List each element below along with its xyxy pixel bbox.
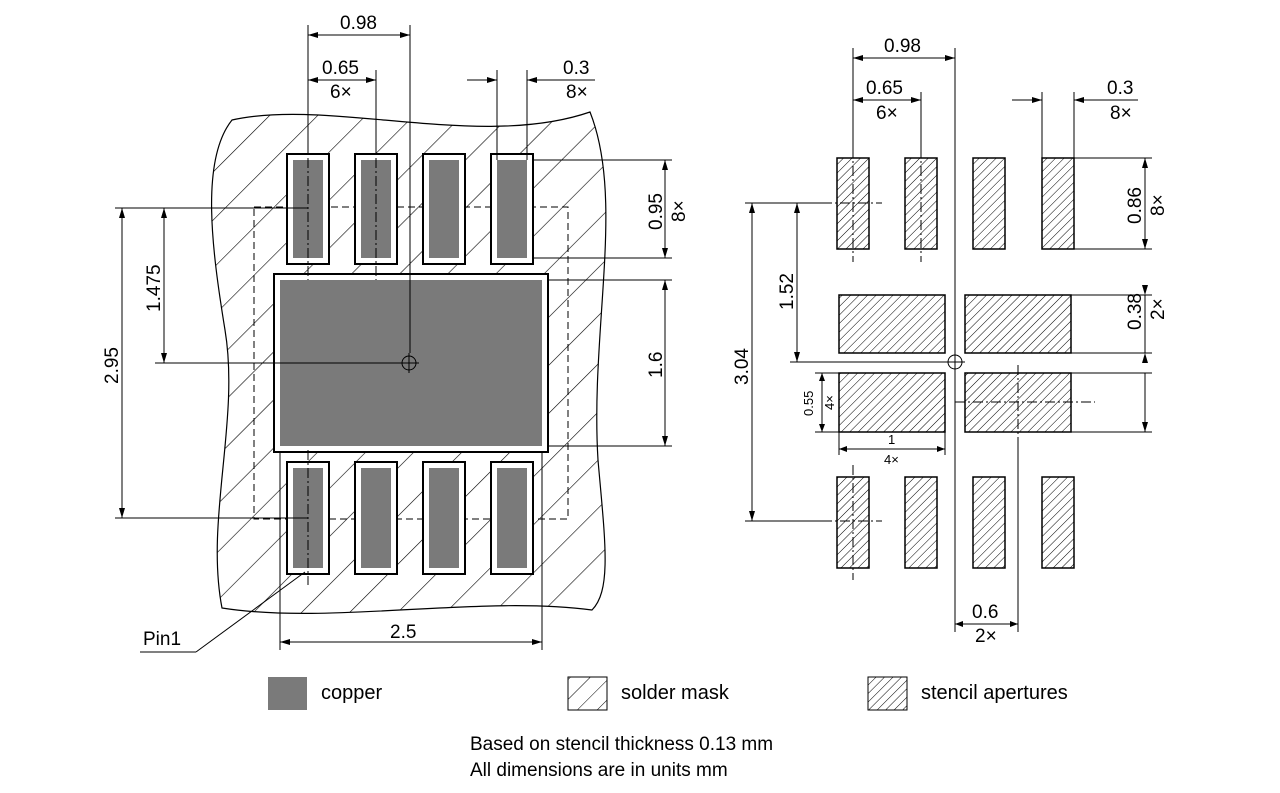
- dim-pad-pitch: 0.65: [322, 58, 359, 79]
- left-view: 0.98 0.65 6× 0.3 8× 0.95 8× 1.6 1.475 2.…: [102, 13, 690, 653]
- right-centerlines: [822, 148, 1095, 580]
- dim-pad-width-count: 8×: [566, 82, 588, 103]
- left-dimension-lines: [115, 25, 672, 653]
- dim-ep-aperture-width: 1: [888, 432, 895, 447]
- legend-stencil-swatch: [867, 676, 908, 711]
- right-dimension-lines: [745, 48, 1152, 632]
- dim-ep-aperture-width-count: 4×: [884, 452, 899, 467]
- legend-solder-mask-label: solder mask: [621, 682, 730, 704]
- dim-row-offset-r: 1.52: [777, 273, 798, 310]
- dim-ep-aperture-height-count: 2×: [1148, 298, 1169, 320]
- dim-pad-length-count: 8×: [669, 200, 690, 222]
- dim-pad-pitch-count: 6×: [330, 82, 352, 103]
- pin1-label: Pin1: [143, 629, 181, 650]
- aperture: [972, 476, 1006, 569]
- pad-copper: [429, 468, 459, 568]
- note-units: All dimensions are in units mm: [470, 760, 728, 781]
- dim-pad-width: 0.3: [563, 58, 589, 79]
- dim-ep-aperture-pitch: 0.55: [801, 391, 816, 416]
- dim-pitch: 0.98: [340, 13, 377, 34]
- legend-copper-label: copper: [321, 682, 382, 704]
- legend-copper-swatch: [268, 677, 307, 710]
- note-stencil-thickness: Based on stencil thickness 0.13 mm: [470, 734, 774, 755]
- legend-stencil-label: stencil apertures: [921, 682, 1068, 704]
- aperture: [1041, 157, 1075, 250]
- aperture: [972, 157, 1006, 250]
- legend-solder-mask-swatch: [567, 676, 608, 711]
- dim-exposed-pad-height: 1.6: [646, 352, 667, 378]
- dim-aperture-length-count: 8×: [1148, 194, 1169, 216]
- dim-ep-aperture-gap: 0.6: [972, 602, 998, 623]
- legend: copper solder mask stencil apertures: [268, 676, 1068, 711]
- dim-pitch-r: 0.98: [884, 36, 921, 57]
- dim-ep-aperture-pitch-count: 4×: [822, 395, 837, 410]
- pad-copper: [497, 160, 527, 258]
- dim-overall-height-r: 3.04: [732, 348, 753, 385]
- ep-aperture: [838, 294, 946, 354]
- pad-copper: [361, 468, 391, 568]
- pad-copper: [497, 468, 527, 568]
- dim-pad-pitch-r: 0.65: [866, 78, 903, 99]
- right-arrowheads: [749, 55, 1148, 627]
- left-arrowheads: [119, 32, 668, 645]
- dim-exposed-pad-width: 2.5: [390, 622, 416, 643]
- ep-aperture: [964, 294, 1072, 354]
- dim-aperture-width-count: 8×: [1110, 103, 1132, 124]
- bottom-apertures: [836, 476, 1075, 569]
- ep-aperture: [838, 372, 946, 433]
- dim-pad-length: 0.95: [646, 193, 667, 230]
- aperture: [1041, 476, 1075, 569]
- aperture: [904, 476, 938, 569]
- dim-ep-aperture-gap-count: 2×: [975, 626, 997, 647]
- pad-copper: [429, 160, 459, 258]
- dim-overall-height: 2.95: [102, 347, 123, 384]
- dim-aperture-length: 0.86: [1125, 187, 1146, 224]
- dim-aperture-width: 0.3: [1107, 78, 1133, 99]
- right-view: 0.98 0.65 6× 0.3 8× 0.86 8× 0.38 2× 1.52…: [732, 36, 1169, 647]
- dim-pad-pitch-count-r: 6×: [876, 103, 898, 124]
- dim-ep-aperture-height: 0.38: [1125, 293, 1146, 330]
- dim-row-offset: 1.475: [144, 264, 165, 312]
